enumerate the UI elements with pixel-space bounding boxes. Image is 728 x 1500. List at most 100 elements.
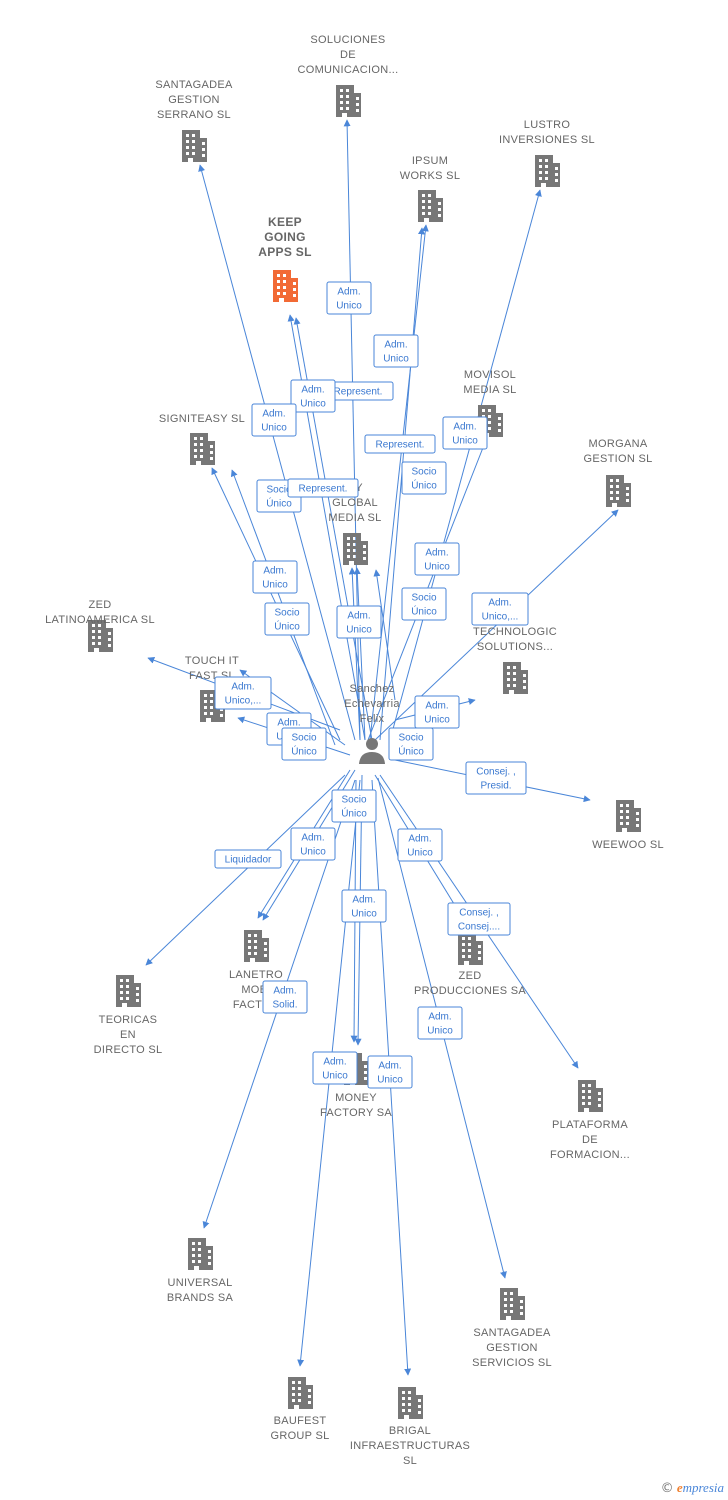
company-name-line: GOING [264,230,306,244]
relation-label-0[interactable]: Adm.Unico [326,281,372,315]
relation-role-text: Unico [351,909,377,920]
company-node-soluciones[interactable]: SOLUCIONESDECOMUNICACION... [297,34,398,117]
building-icon [535,155,560,187]
relation-label-4[interactable]: Adm.Unico [251,403,297,437]
relation-label-14[interactable]: Adm.Unico [336,605,382,639]
relation-role-text: Socio [411,467,436,478]
relation-label-15[interactable]: Adm.Unico,... [471,592,529,626]
building-icon [458,933,483,965]
relation-label-5[interactable]: Represent. [364,434,436,454]
relation-role-text: Único [411,479,437,492]
relation-role-text: Represent. [376,440,425,451]
company-name-line: FORMACION... [550,1149,630,1161]
company-node-weewoo[interactable]: WEEWOO SL [592,800,664,851]
company-name-line: ZED [459,970,482,982]
company-name-line: INVERSIONES SL [499,134,595,146]
relation-label-26[interactable]: Adm.Unico [341,889,387,923]
relation-label-28[interactable]: Adm.Solid. [262,980,308,1014]
company-name-line: GLOBAL [332,497,378,509]
relation-label-29[interactable]: Adm.Unico [417,1006,463,1040]
edge-labels-layer: Adm.UnicoAdm.UnicoRepresent.Adm.UnicoAdm… [214,281,529,1089]
relation-role-text: Consej. , [459,908,498,919]
company-name-line: SL [403,1455,417,1467]
relation-label-23[interactable]: Adm.Unico [290,827,336,861]
relation-label-9[interactable]: Represent. [287,478,359,498]
relation-role-text: Unico,... [225,696,262,707]
relation-label-24[interactable]: Liquidador [214,849,282,869]
relation-role-text: Socio [398,733,423,744]
relation-role-text: Único [341,807,367,820]
company-name-line: SERRANO SL [157,109,231,121]
relation-role-text: Unico [300,399,326,410]
relation-label-6[interactable]: Adm.Unico [442,416,488,450]
relation-label-3[interactable]: Adm.Unico [290,379,336,413]
building-icon [500,1288,525,1320]
company-name-line: GESTION SL [583,453,652,465]
company-name-line: WEEWOO SL [592,839,664,851]
relation-label-10[interactable]: Adm.Unico [414,542,460,576]
relation-role-text: Único [291,745,317,758]
company-name-line: SANTAGADEA [155,79,233,91]
person-icon [359,738,385,764]
company-node-plataforma[interactable]: PLATAFORMA DE FORMACION... [550,1080,630,1161]
relation-label-30[interactable]: Adm.Unico [312,1051,358,1085]
relation-role-text: Unico [300,847,326,858]
relation-role-text: Unico [262,580,288,591]
relation-edge-2 [389,189,542,741]
relation-role-text: Liquidador [225,855,272,866]
relation-label-31[interactable]: Adm.Unico [367,1055,413,1089]
relation-edge-3 [369,224,429,741]
company-name-line: BAUFEST [274,1415,327,1427]
relation-edge-11 [353,567,366,741]
relation-role-text: Socio [341,795,366,806]
relation-label-17[interactable]: Adm.Unico [414,695,460,729]
brand-initial: e [676,1480,683,1495]
company-name-line: DE [582,1134,598,1146]
building-icon [398,1387,423,1419]
relation-role-text: Único [266,497,292,510]
relation-role-text: Consej.... [458,922,500,933]
relation-role-text: Adm. [428,1012,451,1023]
relation-label-21[interactable]: Consej. ,Presid. [465,761,527,795]
relation-edge-12 [348,567,361,741]
relation-label-16[interactable]: Adm.Unico,... [214,676,272,710]
company-name-line: SIGNITEASY SL [159,413,245,425]
relation-label-1[interactable]: Adm.Unico [373,334,419,368]
company-name-line: INFRAESTRUCTURAS [350,1440,470,1452]
relation-label-25[interactable]: Adm.Unico [397,828,443,862]
relation-role-text: Socio [411,593,436,604]
company-name-line: IPSUM [412,155,448,167]
person-name-line: Echevarria [344,698,400,710]
relation-role-text: Presid. [480,781,511,792]
building-icon [606,475,631,507]
relation-label-11[interactable]: Adm.Unico [252,560,298,594]
company-node-signiteasy[interactable]: SIGNITEASY SL [159,413,245,465]
relation-label-27[interactable]: Consej. , Consej.... [447,902,511,936]
relation-role-text: Único [398,745,424,758]
relation-role-text: Unico [424,715,450,726]
relation-role-text: Unico [336,301,362,312]
relation-edge-6 [379,227,425,741]
company-name-line: PLATAFORMA [552,1119,628,1131]
